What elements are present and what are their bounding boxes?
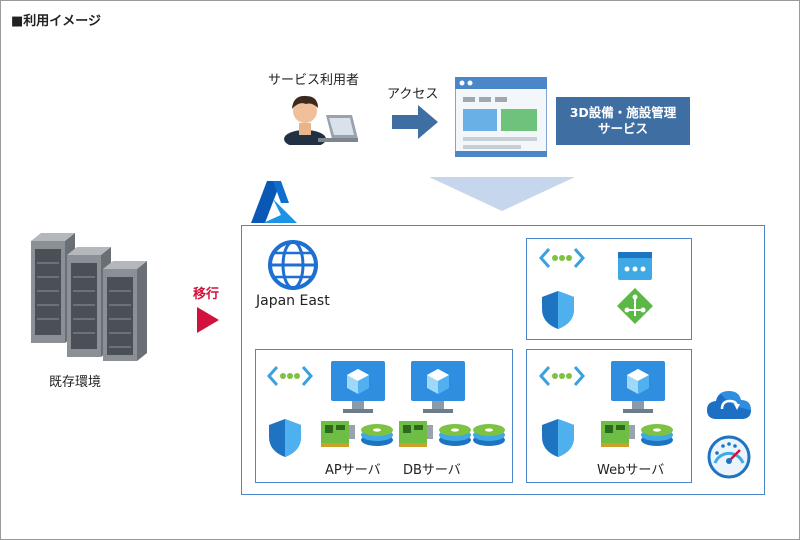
nic-icon <box>399 421 433 447</box>
person-laptop-icon <box>284 95 358 145</box>
nic-icon <box>601 421 635 447</box>
server-rack-icon <box>31 233 147 361</box>
web-server-label: Webサーバ <box>597 463 665 478</box>
migration-label: 移行 <box>193 287 220 302</box>
red-triangle-icon <box>197 307 219 333</box>
virtual-machine-icon <box>411 361 465 413</box>
vnet-icon <box>539 366 585 386</box>
down-chevron-icon <box>429 177 575 211</box>
disk-icon <box>361 424 393 446</box>
arrow-right-icon <box>392 105 438 139</box>
access-label: アクセス <box>387 87 439 102</box>
disk-icon <box>473 424 505 446</box>
onprem-label: 既存環境 <box>49 375 102 390</box>
firewall-icon <box>618 252 652 280</box>
shield-icon <box>542 419 574 457</box>
virtual-machine-icon <box>611 361 665 413</box>
vnet-icon <box>539 248 585 268</box>
db-server-label: DBサーバ <box>403 463 461 478</box>
service-label-line1: 3D設備・施設管理 <box>569 104 677 120</box>
service-label-line2: サービス <box>597 121 648 136</box>
azure-logo-icon <box>251 181 297 223</box>
region-label: Japan East <box>256 293 330 309</box>
shield-icon <box>269 419 301 457</box>
browser-window-icon <box>455 77 547 157</box>
nic-icon <box>321 421 355 447</box>
virtual-machine-icon <box>331 361 385 413</box>
user-label: サービス利用者 <box>268 73 360 88</box>
load-balancer-icon <box>617 288 653 324</box>
disk-icon <box>439 424 471 446</box>
globe-icon <box>268 240 318 290</box>
backup-cloud-icon <box>707 391 751 419</box>
disk-icon <box>641 424 673 446</box>
page-heading: ■利用イメージ <box>11 14 102 29</box>
shield-icon <box>542 291 574 329</box>
service-box: 3D設備・施設管理 サービス <box>556 97 690 145</box>
vnet-icon <box>267 366 313 386</box>
ap-server-label: APサーバ <box>325 463 381 478</box>
monitor-gauge-icon <box>707 435 751 479</box>
